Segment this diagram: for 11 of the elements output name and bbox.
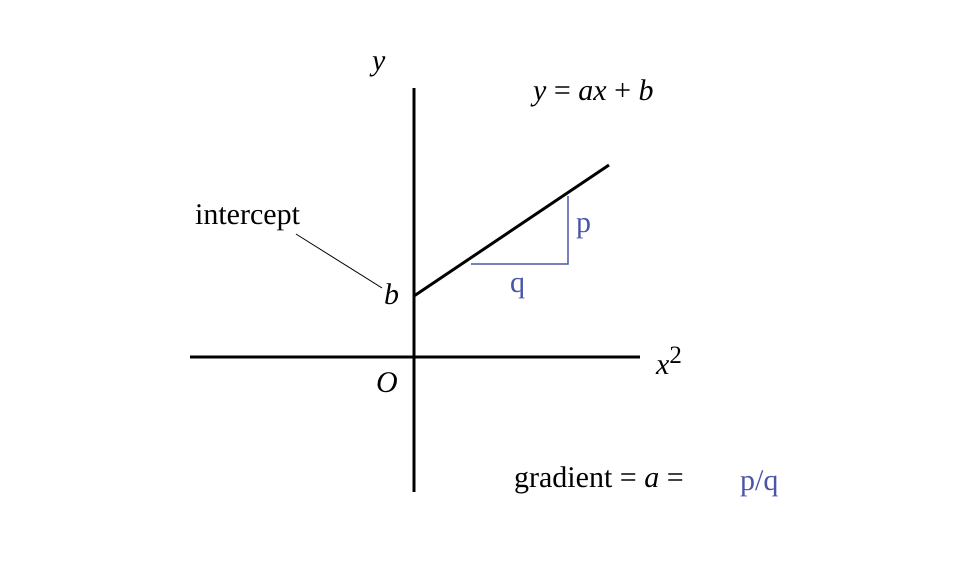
intercept-value: b xyxy=(384,280,399,310)
gradient-value: p/q xyxy=(740,466,778,496)
axis-label: y xyxy=(372,46,386,76)
origin-label: O xyxy=(376,368,398,398)
gradient-formula: gradient = a = xyxy=(514,463,684,493)
rise-label: p xyxy=(576,208,591,238)
leader-line xyxy=(295,234,382,288)
run-label: q xyxy=(510,268,525,298)
axis-label: x$^{2}$ xyxy=(656,343,682,380)
intercept-label: intercept xyxy=(195,200,300,230)
equation: y = ax + b xyxy=(533,76,654,106)
